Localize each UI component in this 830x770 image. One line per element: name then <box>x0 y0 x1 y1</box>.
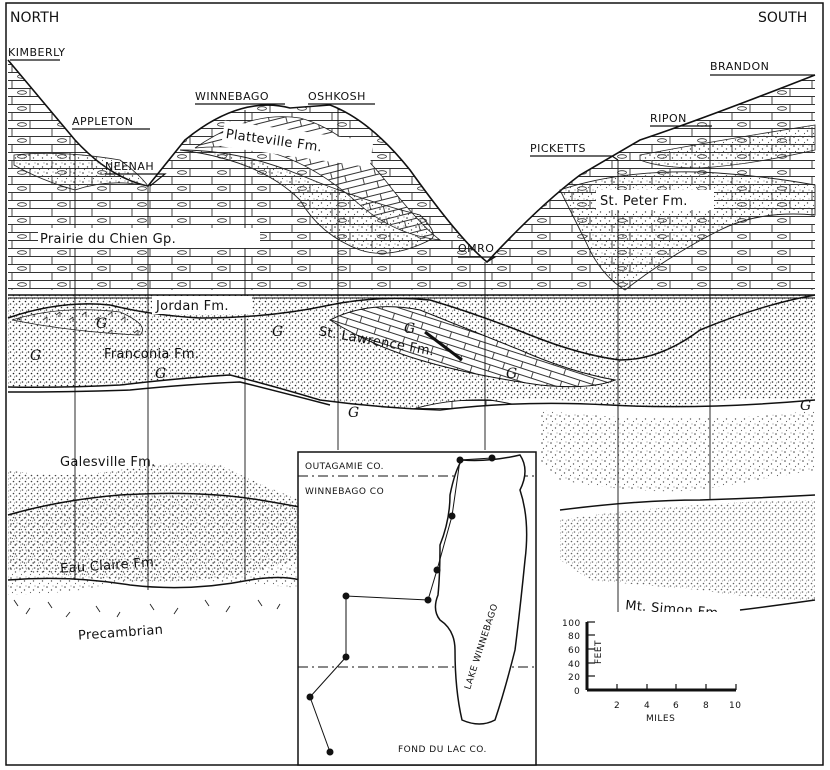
vertical-scale-label: FEET <box>594 640 604 664</box>
v-tick-40: 40 <box>568 660 580 670</box>
mt-simon-stipple <box>560 500 815 600</box>
v-tick-60: 60 <box>568 646 580 656</box>
ground-surface-line <box>7 59 816 264</box>
town-leaders <box>10 59 815 263</box>
h-tick-2: 2 <box>614 701 620 711</box>
g-marker: G <box>800 398 811 414</box>
st-peter-upper-south <box>639 124 816 169</box>
label-franconia: Franconia Fm. <box>104 347 199 362</box>
label-eau-claire: Eau Claire Fm. <box>60 555 159 577</box>
precambrian-ticks <box>13 599 281 618</box>
label-precambrian: Precambrian <box>78 623 164 644</box>
town-picketts: PICKETTS <box>530 142 586 155</box>
st-peter-label-bg <box>596 190 714 210</box>
county-outagamie: OUTAGAMIE CO. <box>305 462 384 472</box>
town-winnebago: WINNEBAGO <box>195 90 269 103</box>
franconia-lens <box>11 309 143 336</box>
town-brandon: BRANDON <box>710 60 769 73</box>
prairie-label-bg <box>38 228 260 248</box>
g-marker: G <box>506 366 517 382</box>
label-prairie-du-chien: Prairie du Chien Gp. <box>40 232 176 247</box>
glauconite-markers: G G G G G G G G <box>30 316 811 421</box>
label-jordan: Jordan Fm. <box>155 299 229 314</box>
town-oshkosh: OSHKOSH <box>308 90 366 103</box>
town-neenah: NEENAH <box>105 160 154 173</box>
h-tick-6: 6 <box>673 701 679 711</box>
well-lines <box>74 108 711 620</box>
g-marker: G <box>96 316 107 332</box>
county-winnebago: WINNEBAGO CO <box>305 487 384 497</box>
traverse-points <box>306 454 496 756</box>
jordan-label-bg <box>152 296 252 314</box>
st-peter-lens-oshkosh <box>179 149 434 254</box>
scale-bars: 100 80 60 40 20 0 FEET 2 4 6 8 10 MILES <box>540 612 745 727</box>
g-marker: G <box>30 348 41 364</box>
h-tick-8: 8 <box>703 701 709 711</box>
horizontal-scale-label: MILES <box>646 714 675 724</box>
v-tick-20: 20 <box>568 673 580 683</box>
h-tick-4: 4 <box>644 701 650 711</box>
leader-arrow <box>424 330 463 362</box>
town-kimberly: KIMBERLY <box>8 46 65 59</box>
south-label: SOUTH <box>758 10 807 26</box>
inset-map: OUTAGAMIE CO. WINNEBAGO CO FOND DU LAC C… <box>297 451 537 766</box>
formation-boundaries <box>7 294 816 611</box>
g-marker: G <box>404 321 415 337</box>
v-tick-80: 80 <box>568 632 580 642</box>
h-tick-10: 10 <box>729 701 741 711</box>
town-ripon: RIPON <box>650 112 687 125</box>
scale-backdrop <box>540 612 745 727</box>
eau-claire-stipple <box>8 494 330 595</box>
label-galesville: Galesville Fm. <box>60 455 156 470</box>
south-galesville-stipple <box>540 410 815 492</box>
g-marker: G <box>348 405 359 421</box>
v-tick-100: 100 <box>562 619 581 629</box>
st-lawrence-lens <box>328 306 617 388</box>
town-omro: OMRO <box>458 242 494 255</box>
town-appleton: APPLETON <box>72 115 133 128</box>
lake-winnebago-outline <box>434 454 528 725</box>
label-st-peter: St. Peter Fm. <box>600 194 688 209</box>
county-fond-du-lac: FOND DU LAC CO. <box>398 745 487 755</box>
v-tick-0: 0 <box>574 687 580 697</box>
platteville-label-bg <box>221 120 374 168</box>
g-marker: G <box>272 324 283 340</box>
north-label: NORTH <box>10 10 59 26</box>
g-marker: G <box>155 366 166 382</box>
